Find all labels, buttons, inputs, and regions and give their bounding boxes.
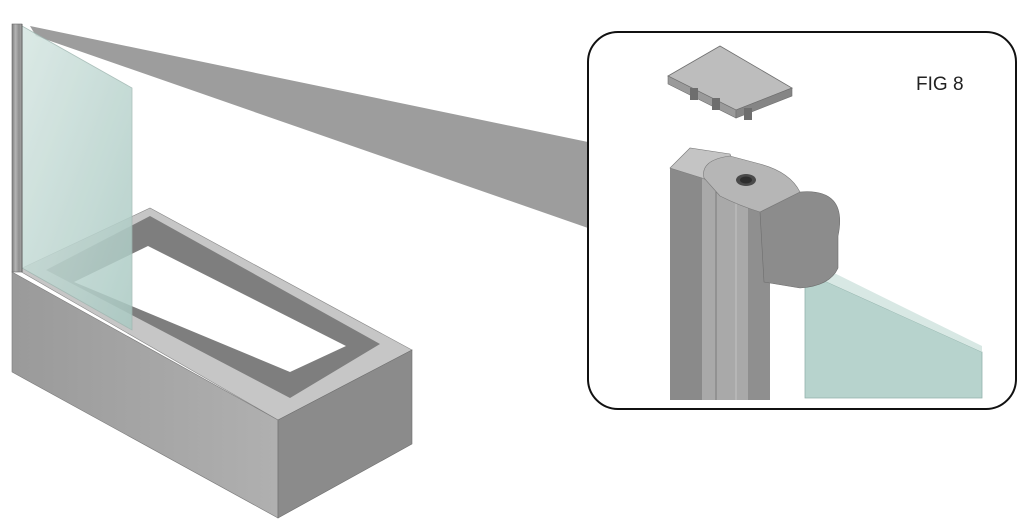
detail-glass-panel	[804, 271, 983, 399]
hinge-body	[759, 191, 840, 289]
bathtub-basin-floor	[74, 246, 346, 372]
detail-glass-edge	[805, 266, 982, 352]
end-cap	[667, 45, 793, 120]
wall-profile	[11, 23, 23, 273]
profile-center-face	[702, 178, 748, 400]
bathtub	[11, 207, 413, 519]
profile-left-face	[670, 168, 702, 400]
end-cap-tab-1	[690, 88, 698, 100]
bathtub-end-face	[277, 349, 413, 519]
shower-screen	[11, 23, 133, 331]
end-cap-tab-3	[744, 108, 752, 120]
hinge-screw-hole-inner	[740, 176, 752, 184]
end-cap-tab-2	[712, 98, 720, 110]
shower-glass-panel	[21, 25, 133, 331]
figure-label: FIG 8	[916, 74, 964, 95]
callout-beam	[30, 26, 588, 228]
hinge-block	[703, 155, 840, 289]
